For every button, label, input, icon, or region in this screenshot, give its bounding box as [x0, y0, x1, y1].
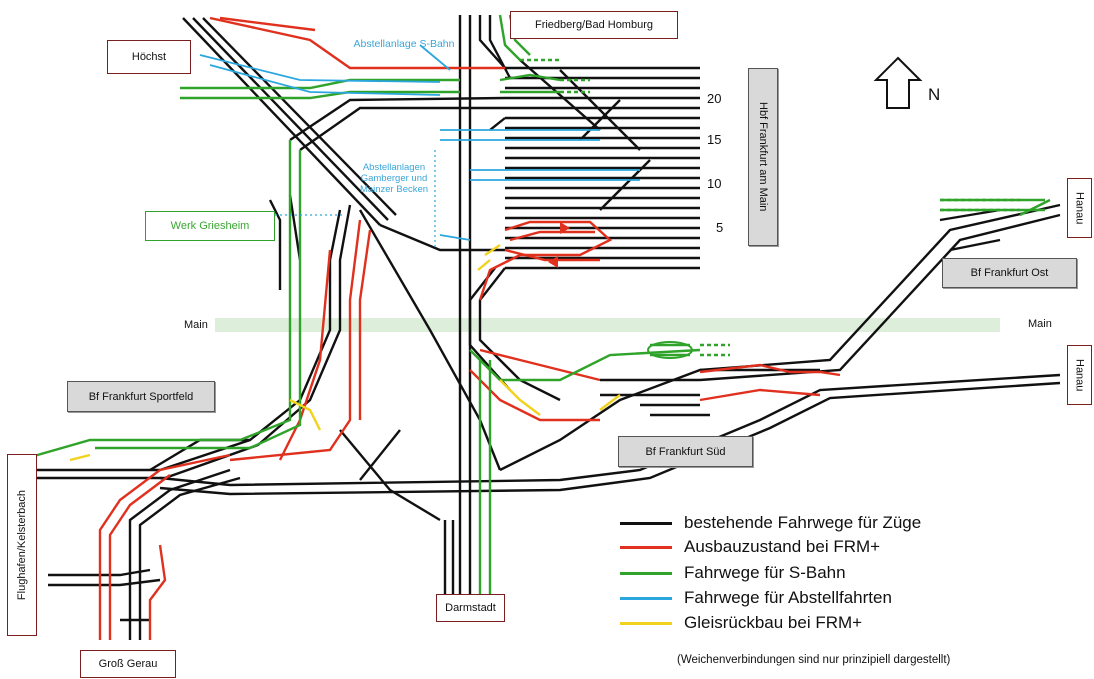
green-platform — [647, 341, 693, 359]
legend-row-rueckbau: Gleisrückbau bei FRM+ — [620, 612, 862, 634]
station-hanau-mid: Hanau — [1067, 345, 1092, 405]
legend-row-expansion: Ausbauzustand bei FRM+ — [620, 536, 880, 558]
station-frankfurt-sportfeld-label: Bf Frankfurt Sportfeld — [88, 390, 194, 403]
legend-note: (Weichenverbindungen sind nur prinzipiel… — [677, 654, 951, 666]
legend-text: Fahrwege für S-Bahn — [684, 563, 846, 582]
label-abstellanlagen: Abstellanlagen Gamberger und Mainzer Bec… — [359, 162, 429, 195]
label-main-left: Main — [184, 319, 208, 331]
station-frankfurt-ost: Bf Frankfurt Ost — [942, 258, 1077, 288]
station-hanau-top-label: Hanau — [1073, 191, 1086, 225]
legend-swatch — [620, 521, 672, 525]
track-number-10: 10 — [707, 176, 722, 191]
legend-text: bestehende Fahrwege für Züge — [684, 513, 922, 532]
legend-row-existing: bestehende Fahrwege für Züge — [620, 512, 921, 534]
track-number-20: 20 — [707, 91, 722, 106]
station-frankfurt-ost-label: Bf Frankfurt Ost — [970, 267, 1049, 279]
station-hbf-label: Hbf Frankfurt am Main — [757, 102, 769, 212]
station-darmstadt: Darmstadt — [436, 594, 505, 622]
station-hanau-mid-label: Hanau — [1073, 358, 1086, 392]
station-hanau-top: Hanau — [1067, 178, 1092, 238]
track-number-5: 5 — [716, 220, 724, 235]
station-frankfurt-sued: Bf Frankfurt Süd — [618, 436, 753, 467]
blue-lines — [199, 44, 640, 241]
legend-row-abstell: Fahrwege für Abstellfahrten — [620, 587, 892, 609]
label-werk-griesheim: Werk Griesheim — [145, 211, 275, 241]
red-arrows — [548, 222, 570, 268]
station-flughafen: Flughafen/Kelsterbach — [7, 454, 37, 636]
label-main-right: Main — [1028, 318, 1052, 330]
legend-row-sbahn: Fahrwege für S-Bahn — [620, 562, 846, 584]
legend-swatch — [620, 621, 672, 625]
legend-text: Ausbauzustand bei FRM+ — [684, 537, 881, 556]
station-hoechst-label: Höchst — [131, 51, 167, 63]
station-hoechst: Höchst — [107, 40, 191, 74]
black-lines-north — [182, 15, 512, 600]
station-flughafen-label: Flughafen/Kelsterbach — [16, 489, 28, 601]
blue-dotted — [275, 150, 436, 250]
station-frankfurt-sportfeld: Bf Frankfurt Sportfeld — [67, 381, 215, 412]
station-friedberg: Friedberg/Bad Homburg — [510, 11, 678, 39]
station-friedberg-label: Friedberg/Bad Homburg — [534, 19, 653, 31]
legend-swatch — [620, 545, 672, 549]
station-frankfurt-sued-label: Bf Frankfurt Süd — [645, 445, 726, 458]
green-lines — [19, 14, 1051, 600]
station-gross-gerau: Groß Gerau — [80, 650, 176, 678]
station-gross-gerau-label: Groß Gerau — [98, 658, 158, 670]
red-lines — [98, 16, 841, 640]
label-north: N — [928, 85, 941, 104]
legend-swatch — [620, 571, 672, 575]
legend-text: Gleisrückbau bei FRM+ — [684, 613, 863, 632]
north-arrow-icon — [873, 56, 923, 109]
label-abstellanlage: Abstellanlage S-Bahn — [353, 38, 455, 50]
legend-swatch — [620, 596, 672, 600]
legend-text: Fahrwege für Abstellfahrten — [684, 588, 892, 607]
track-number-15: 15 — [707, 132, 722, 147]
station-darmstadt-label: Darmstadt — [445, 602, 496, 614]
yellow-lines — [69, 244, 621, 462]
river-main — [215, 318, 1000, 332]
station-hbf: Hbf Frankfurt am Main — [748, 68, 778, 246]
green-dashed — [520, 58, 1020, 357]
